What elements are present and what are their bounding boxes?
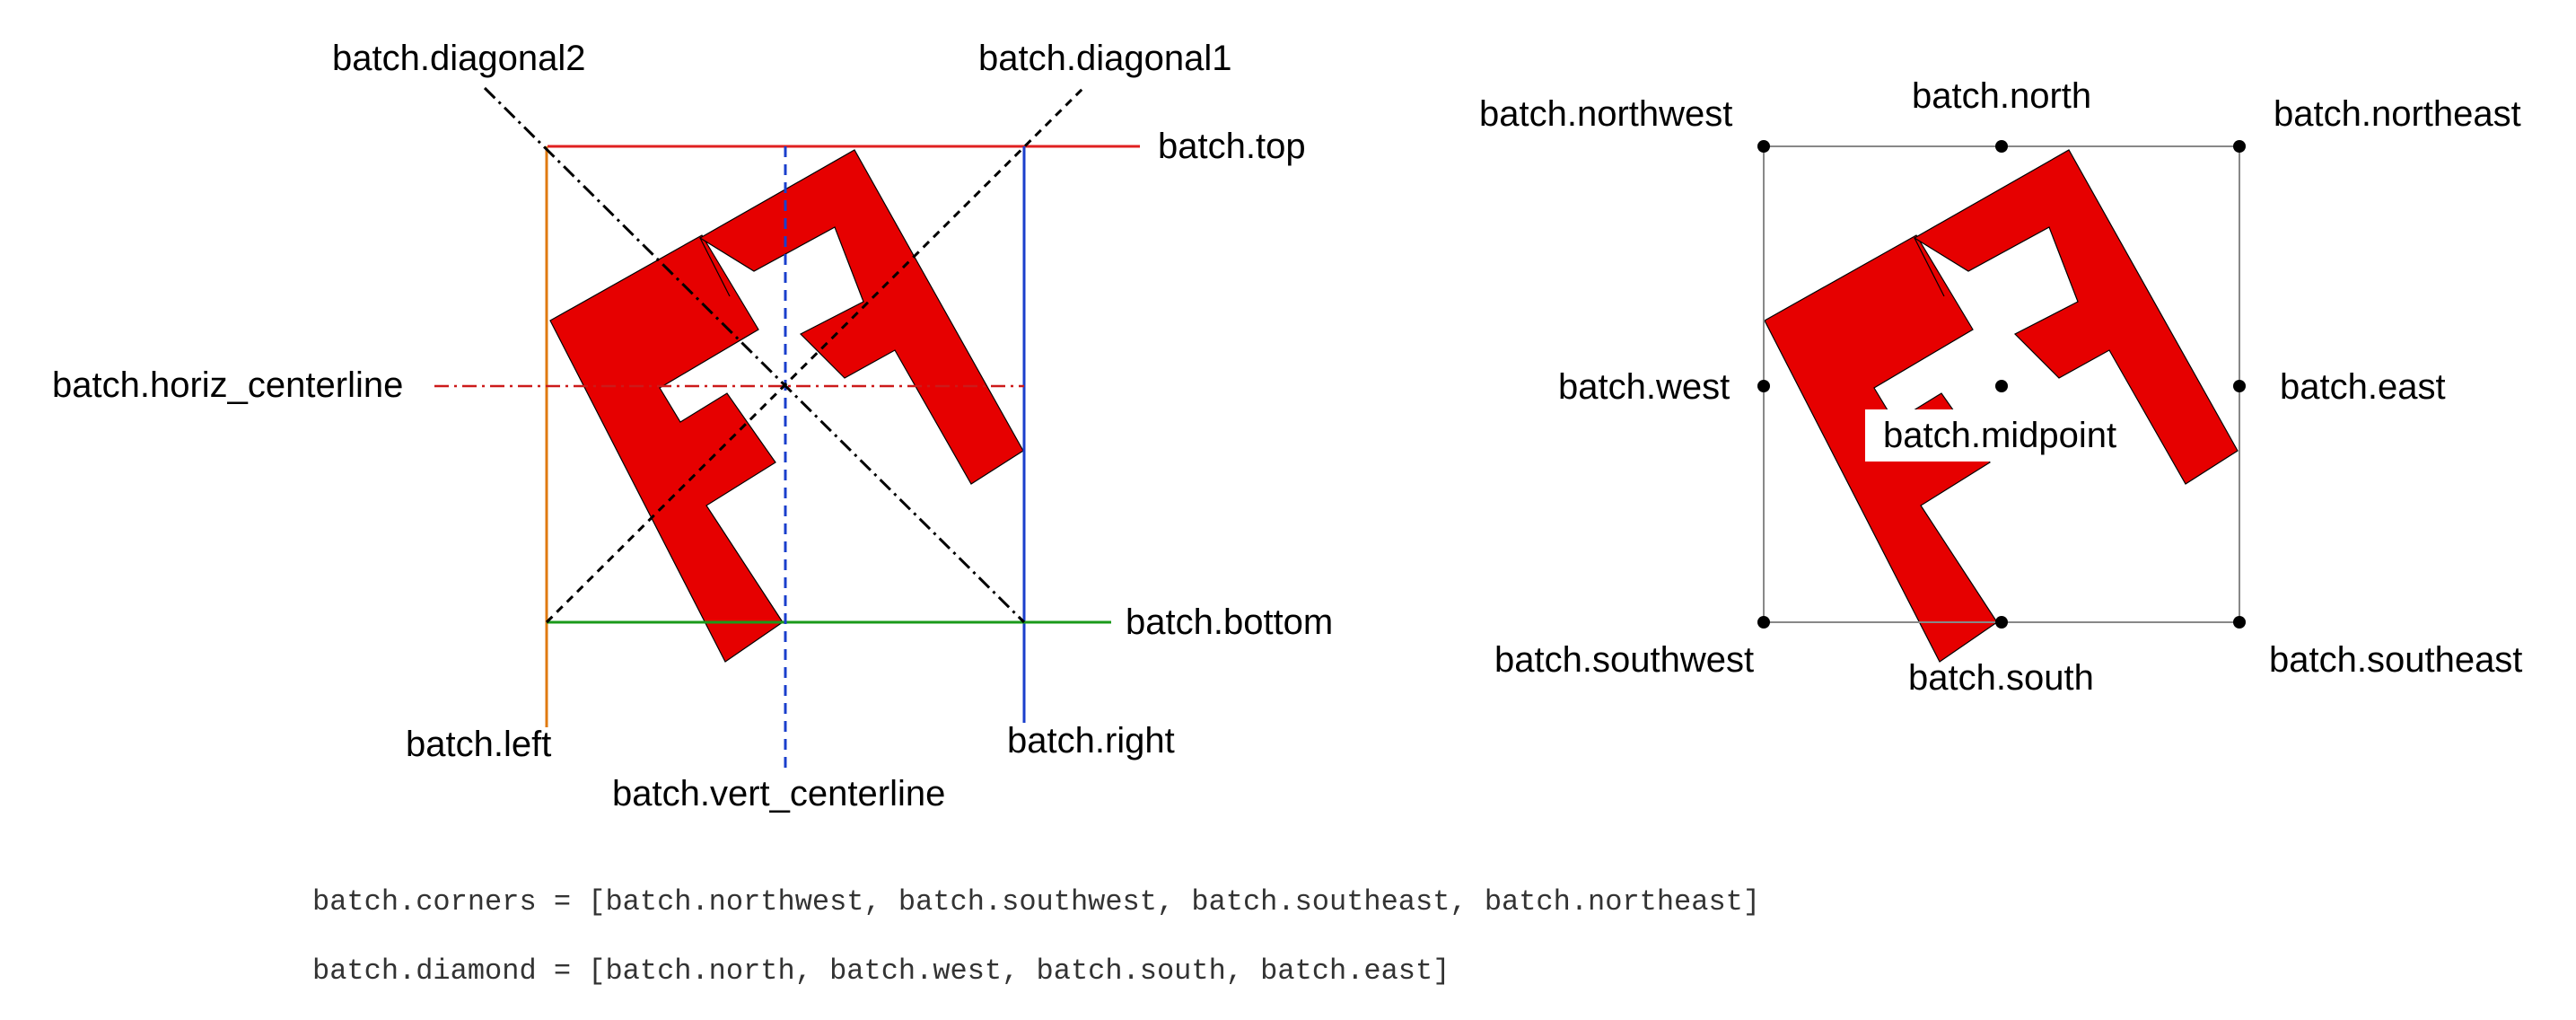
point-west [1757,380,1770,392]
point-northwest [1757,140,1770,153]
label-southwest: batch.southwest [1494,640,1754,680]
right-f-shapes [1764,149,2239,663]
label-vert-centerline: batch.vert_centerline [612,774,945,813]
right-panel: batch.northwest batch.north batch.northe… [1479,76,2522,698]
label-southeast: batch.southeast [2269,640,2522,680]
left-panel: batch.diagonal2 batch.diagonal1 batch.to… [52,39,1333,813]
point-south [1995,616,2008,629]
code-lines: batch.corners = [batch.northwest, batch.… [312,885,1760,988]
label-diagonal1: batch.diagonal1 [978,39,1231,78]
left-f-shape-large [698,149,1024,485]
label-bottom: batch.bottom [1126,602,1333,642]
label-midpoint: batch.midpoint [1883,416,2116,455]
label-west: batch.west [1558,367,1730,407]
point-northeast [2233,140,2246,153]
point-north [1995,140,2008,153]
label-northeast: batch.northeast [2274,94,2521,134]
right-f-shape-seam [1914,237,1945,297]
diagonal1-line [545,86,1085,624]
label-top: batch.top [1158,127,1306,166]
point-east [2233,380,2246,392]
label-east: batch.east [2280,367,2446,407]
left-f-shapes [549,149,1024,663]
right-f-shape-large [1913,149,2239,485]
left-f-shape-small [549,234,784,663]
code-line-diamond: batch.diamond = [batch.north, batch.west… [312,954,1450,988]
point-southwest [1757,616,1770,629]
code-line-corners: batch.corners = [batch.northwest, batch.… [312,885,1760,919]
label-south: batch.south [1908,658,2094,698]
label-northwest: batch.northwest [1479,94,1732,134]
point-midpoint [1995,380,2008,392]
point-southeast [2233,616,2246,629]
label-horiz-centerline: batch.horiz_centerline [52,365,403,405]
diagonal2-line [483,86,1026,624]
label-right: batch.right [1007,721,1175,761]
label-left: batch.left [406,725,551,764]
left-f-shape-seam [699,237,731,297]
label-diagonal2: batch.diagonal2 [332,39,585,78]
midpoint-label-bg [1865,409,2100,462]
label-north: batch.north [1912,76,2091,116]
